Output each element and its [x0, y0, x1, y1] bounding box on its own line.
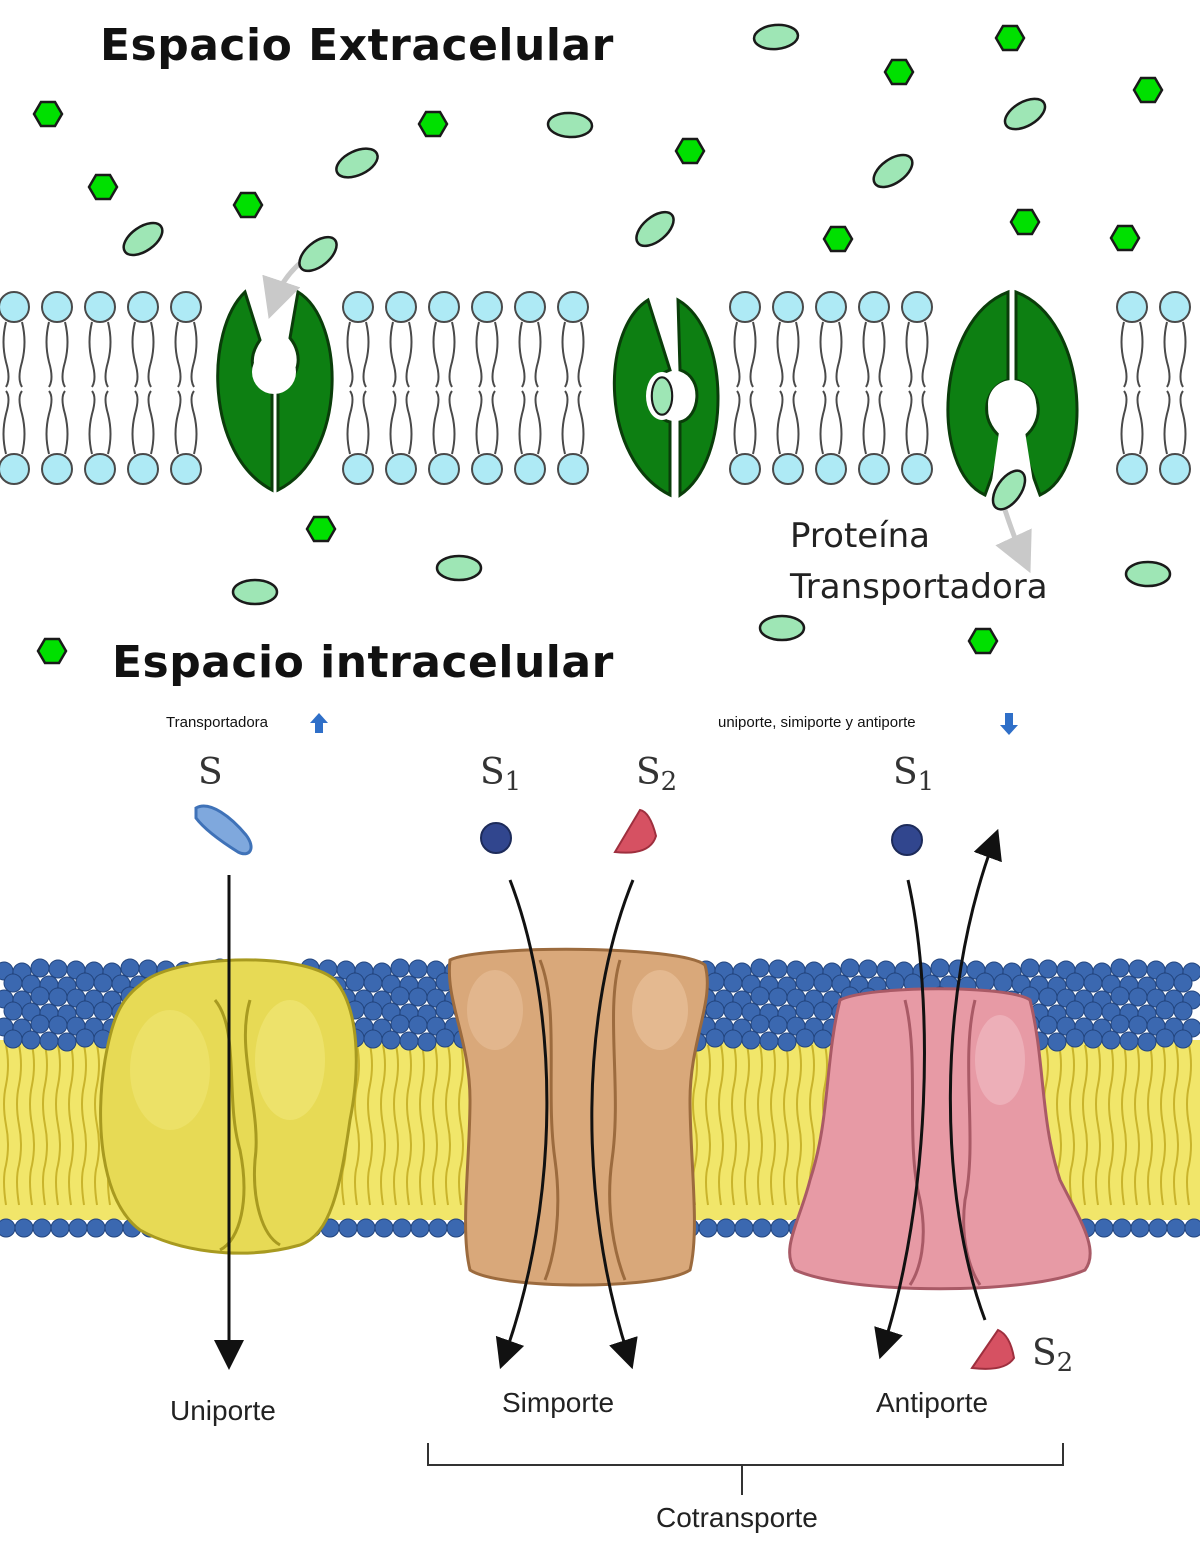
note-transportadora: Transportadora [166, 714, 268, 731]
extracellular-title: Espacio Extracelular [100, 20, 614, 71]
phospholipid [729, 291, 761, 485]
intracellular-title: Espacio intracelular [112, 637, 614, 688]
symport-arrow-s2 [590, 879, 638, 1370]
antiport-protein [788, 987, 1092, 1291]
phospholipid [1159, 291, 1191, 485]
substrate-s2-antiport-label: S2 [1032, 1333, 1074, 1378]
phospholipid [385, 291, 417, 485]
top-membrane [0, 247, 1191, 574]
transport-protein-open-outside [216, 289, 334, 493]
phospholipid [0, 291, 30, 485]
antiport-arrow-s2 [948, 828, 1002, 1321]
phospholipid [901, 291, 933, 485]
antiport-label: Antiporte [876, 1387, 989, 1418]
transport-protein-open-inside [946, 289, 1079, 498]
transporter-label-line2: Transportadora [790, 567, 1048, 607]
substrate-s-label: S [198, 752, 223, 793]
substrate-s1-antiport-label: S1 [893, 752, 935, 797]
phospholipid [557, 291, 589, 485]
transport-protein-occluded [612, 297, 720, 498]
substrate-s-shape [194, 804, 253, 856]
substrate-s2-symport-label: S2 [636, 752, 678, 797]
symport-arrow-s1 [495, 879, 549, 1370]
uniport-label: Uniporte [170, 1395, 276, 1426]
cotransport-bracket [427, 1443, 1064, 1495]
arrow-up-icon [310, 713, 328, 733]
phospholipid [1116, 291, 1148, 485]
substrate-s1-symport-label: S1 [480, 752, 522, 797]
phospholipid [471, 291, 503, 485]
phospholipid [342, 291, 374, 485]
exit-arrow [995, 509, 1032, 574]
phospholipid [428, 291, 460, 485]
phospholipid [41, 291, 73, 485]
substrate-s1-antiport [891, 824, 923, 856]
phospholipid [170, 291, 202, 485]
phospholipid [858, 291, 890, 485]
antiport-arrow-s1 [874, 879, 926, 1360]
symport-protein [447, 947, 709, 1287]
phospholipid [127, 291, 159, 485]
phospholipid [772, 291, 804, 485]
phospholipid [815, 291, 847, 485]
phospholipid [84, 291, 116, 485]
transporter-label-line1: Proteína [790, 516, 931, 556]
note-transport-types: uniporte, simiporte y antiporte [718, 714, 916, 731]
arrow-down-icon [1000, 713, 1018, 735]
substrate-s2-antiport [970, 1328, 1016, 1370]
cotransport-label: Cotransporte [656, 1502, 818, 1533]
substrate-s2-symport [613, 808, 658, 854]
symport-label: Simporte [502, 1387, 615, 1418]
phospholipid [514, 291, 546, 485]
substrate-s1-symport [480, 822, 512, 854]
